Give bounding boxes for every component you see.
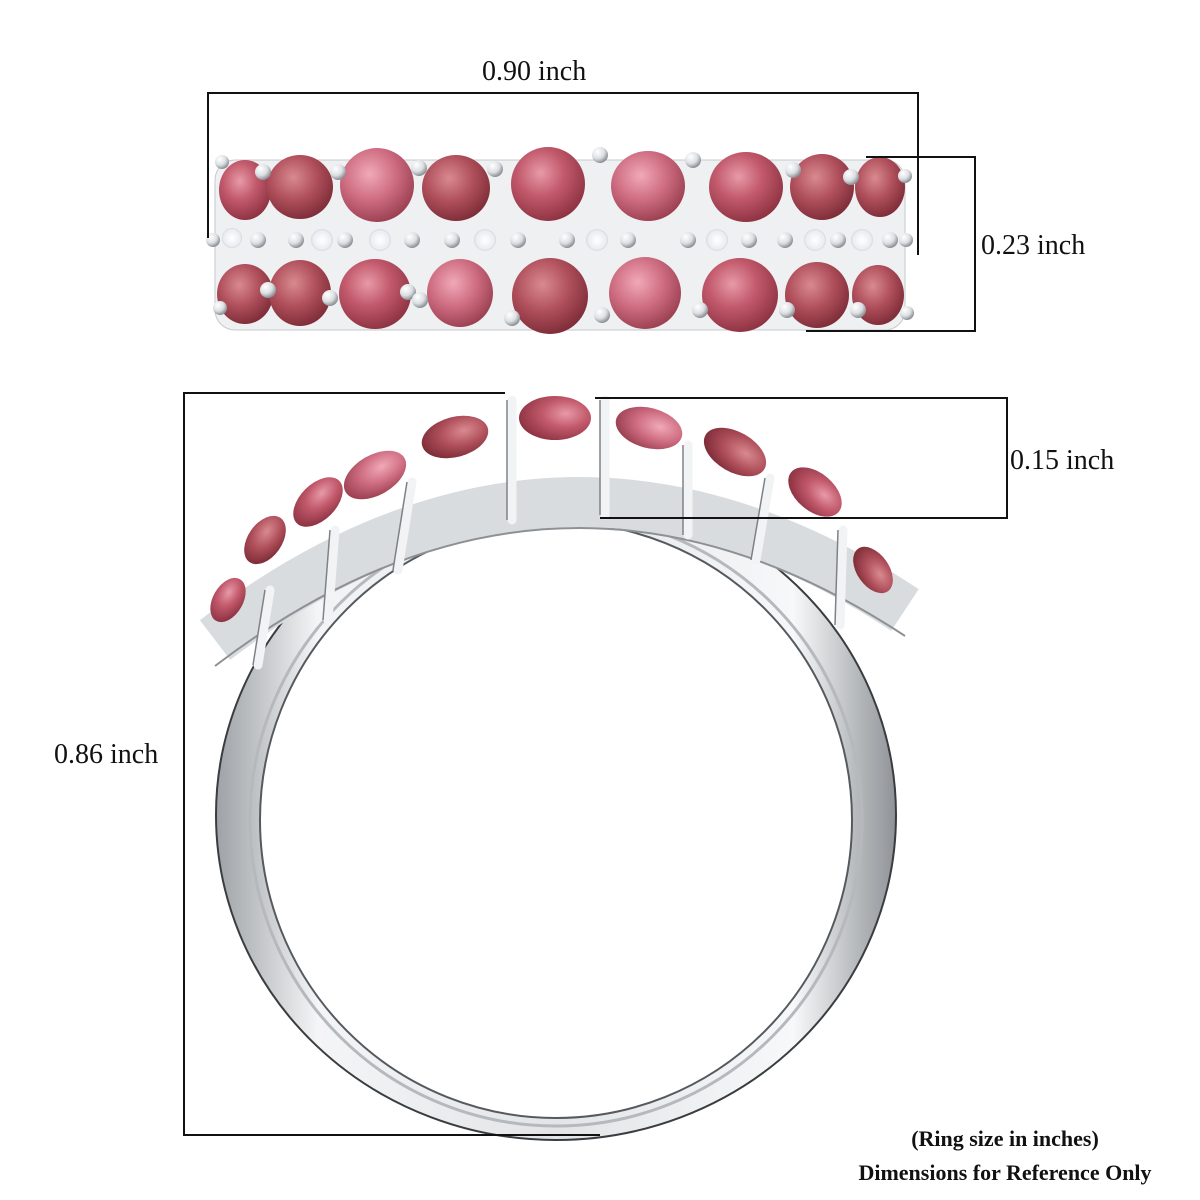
ring-size-note: (Ring size in inches): [911, 1126, 1099, 1151]
reference-disclaimer: Dimensions for Reference Only: [858, 1160, 1152, 1185]
top-height-bracket: [806, 156, 976, 332]
dimension-lines: [183, 92, 1008, 1136]
gallery-posts: [253, 395, 848, 670]
band-height-bracket: [595, 397, 1008, 519]
overall-height-dimension-label: 0.86 inch: [54, 739, 159, 770]
top-height-dimension-label: 0.23 inch: [981, 230, 1086, 261]
upper-gem-row: [219, 147, 905, 222]
side-view-ring: [199, 395, 919, 1141]
lower-gem-row: [217, 257, 904, 334]
side-gem-row: [210, 396, 893, 623]
width-bracket: [207, 92, 919, 255]
center-diamond-row: [222, 228, 873, 251]
top-prongs: [206, 147, 914, 326]
top-view-ring: [206, 147, 914, 334]
band-height-dimension-label: 0.15 inch: [1010, 445, 1115, 476]
width-dimension-label: 0.90 inch: [482, 56, 587, 87]
overall-height-bracket: [183, 392, 600, 1136]
